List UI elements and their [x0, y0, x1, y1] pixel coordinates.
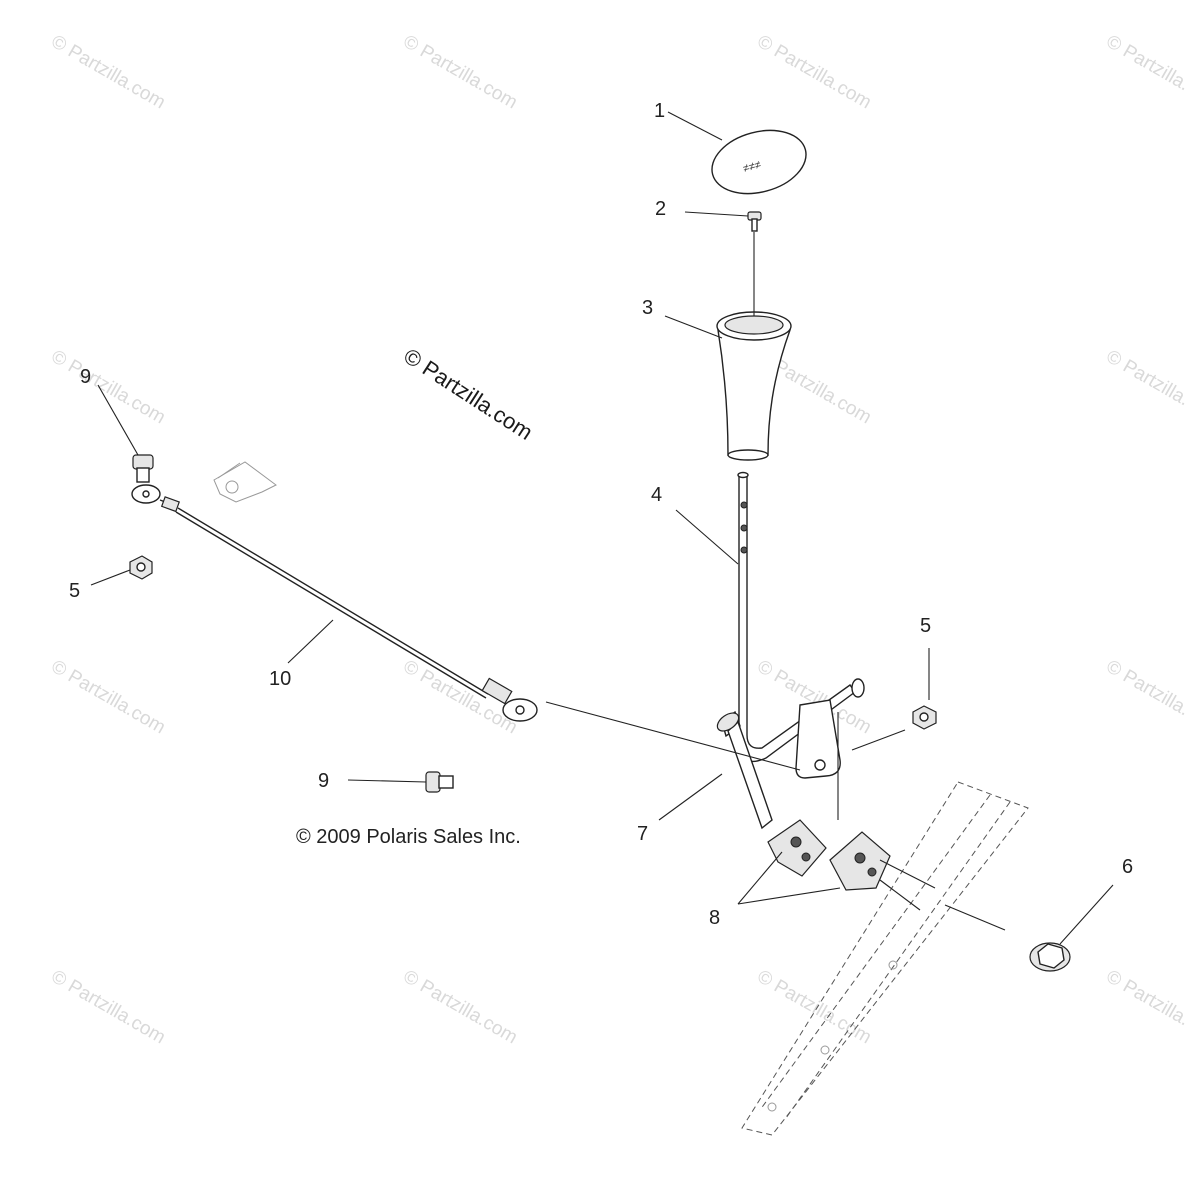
watermark: © Partzilla.com: [48, 966, 169, 1048]
knob-cap-part: ≠≠≠: [711, 129, 807, 195]
copyright-text: © 2009 Polaris Sales Inc.: [296, 826, 521, 848]
watermark: © Partzilla.com: [48, 656, 169, 738]
callout-8: 8: [709, 907, 720, 929]
callout-5-right: 5: [920, 615, 931, 637]
flange-nut-part: [1029, 942, 1071, 972]
callout-6: 6: [1122, 856, 1133, 878]
watermark: © Partzilla.com: [1103, 31, 1186, 113]
callout-3: 3: [642, 297, 653, 319]
watermark: © Partzilla.com: [1103, 966, 1186, 1048]
bolt-part: [716, 710, 773, 830]
nut-part: [129, 555, 153, 580]
callout-4: 4: [651, 484, 662, 506]
frame-bracket: [213, 461, 277, 503]
leader-lines: [90, 111, 1114, 945]
center-watermark: © Partzilla.com: [399, 343, 537, 445]
watermark: © Partzilla.com: [754, 966, 875, 1048]
svg-text:≠≠≠: ≠≠≠: [742, 159, 763, 175]
watermark: © Partzilla.com: [400, 31, 521, 113]
watermark: © Partzilla.com: [400, 966, 521, 1048]
callout-9-top: 9: [80, 366, 91, 388]
shift-lever-part: [737, 471, 865, 779]
bolt-part: [425, 771, 454, 793]
screw-part: [747, 211, 762, 232]
bolt-part: [132, 454, 154, 483]
callout-5-left: 5: [69, 580, 80, 602]
watermark-layer: © Partzilla.com © Partzilla.com © Partzi…: [48, 31, 1186, 1048]
callouts: 1 2 3 4 9 5 10 5 9 7 6 8: [69, 100, 1133, 929]
callout-9-bottom: 9: [318, 770, 329, 792]
watermark: © Partzilla.com: [48, 346, 169, 428]
callout-10: 10: [269, 668, 291, 690]
frame-rail: [741, 781, 1029, 1136]
bushing-part: [829, 831, 891, 891]
bushing-part: [767, 819, 827, 877]
watermark: © Partzilla.com: [1103, 346, 1186, 428]
callout-1: 1: [654, 100, 665, 122]
watermark: © Partzilla.com: [754, 31, 875, 113]
watermark: © Partzilla.com: [48, 31, 169, 113]
callout-2: 2: [655, 198, 666, 220]
callout-7: 7: [637, 823, 648, 845]
shift-knob-part: [716, 311, 792, 461]
shift-rod-part: [131, 484, 538, 722]
watermark: © Partzilla.com: [1103, 656, 1186, 738]
nut-part: [912, 705, 937, 730]
